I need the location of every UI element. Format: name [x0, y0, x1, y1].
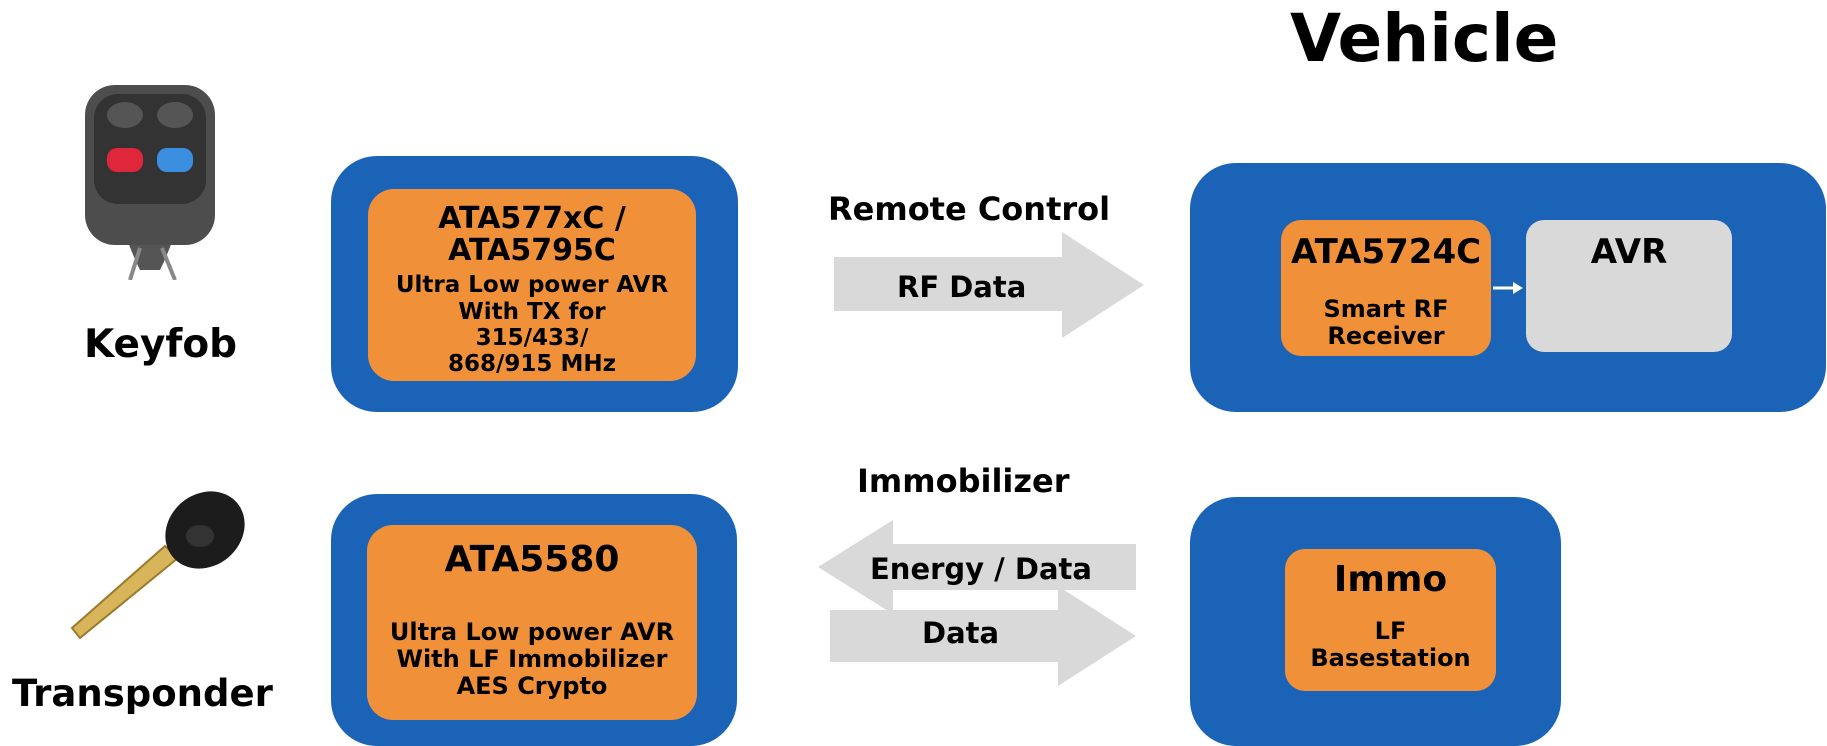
receiver-chip: ATA5724C Smart RF Receiver: [1281, 220, 1491, 356]
transponder-label: Transponder: [12, 672, 273, 715]
transponder-desc-3: AES Crypto: [456, 672, 608, 700]
vehicle-title: Vehicle: [1290, 0, 1559, 77]
transponder-desc-2: With LF Immobilizer: [396, 645, 668, 673]
immo-desc-2: Basestation: [1310, 644, 1471, 672]
remote-control-title: Remote Control: [828, 190, 1111, 228]
keyfob-chip-name: ATA577xC /: [438, 201, 626, 236]
keyfob-desc-1: Ultra Low power AVR: [395, 272, 669, 298]
transponder-chip: ATA5580 Ultra Low power AVR With LF Immo…: [367, 525, 697, 720]
transponder-desc-1: Ultra Low power AVR: [389, 618, 675, 646]
transponder-chip-name: ATA5580: [444, 539, 620, 580]
keyfob-chip: ATA577xC / ATA5795C Ultra Low power AVR …: [368, 189, 696, 381]
receiver-desc-1: Smart RF: [1323, 295, 1449, 323]
receiver-desc-2: Receiver: [1327, 322, 1445, 350]
rf-data-label: RF Data: [897, 270, 1027, 304]
immo-desc-1: LF: [1374, 617, 1407, 645]
energy-data-arrow: [818, 520, 1136, 614]
keyfob-chip-name-2: ATA5795C: [448, 233, 616, 268]
vehicle-receiver-module: ATA5724C Smart RF Receiver AVR: [1190, 163, 1826, 412]
immo-title: Immo: [1333, 559, 1448, 600]
data-arrow: [830, 586, 1136, 686]
receiver-chip-name: ATA5724C: [1290, 232, 1482, 272]
avr-label: AVR: [1590, 232, 1668, 272]
transponder-module: ATA5580 Ultra Low power AVR With LF Immo…: [331, 494, 737, 746]
transponder-key-image: [60, 488, 260, 648]
keyfob-image: [80, 80, 220, 281]
keyfob-desc-3: 315/433/: [475, 325, 589, 351]
keyfob-desc-2: With TX for: [458, 299, 606, 325]
immo-module: Immo LF Basestation: [1190, 497, 1561, 746]
immo-chip: Immo LF Basestation: [1285, 549, 1496, 691]
immobilizer-title: Immobilizer: [857, 462, 1070, 500]
avr-block: AVR: [1526, 220, 1732, 352]
energy-data-label: Energy / Data: [870, 552, 1092, 586]
keyfob-label: Keyfob: [84, 322, 238, 367]
keyfob-desc-4: 868/915 MHz: [448, 351, 616, 377]
data-label: Data: [922, 616, 1000, 650]
receiver-to-avr-arrow: [1493, 282, 1523, 294]
rf-data-arrow: [834, 232, 1144, 338]
keyfob-module: ATA577xC / ATA5795C Ultra Low power AVR …: [331, 156, 738, 412]
